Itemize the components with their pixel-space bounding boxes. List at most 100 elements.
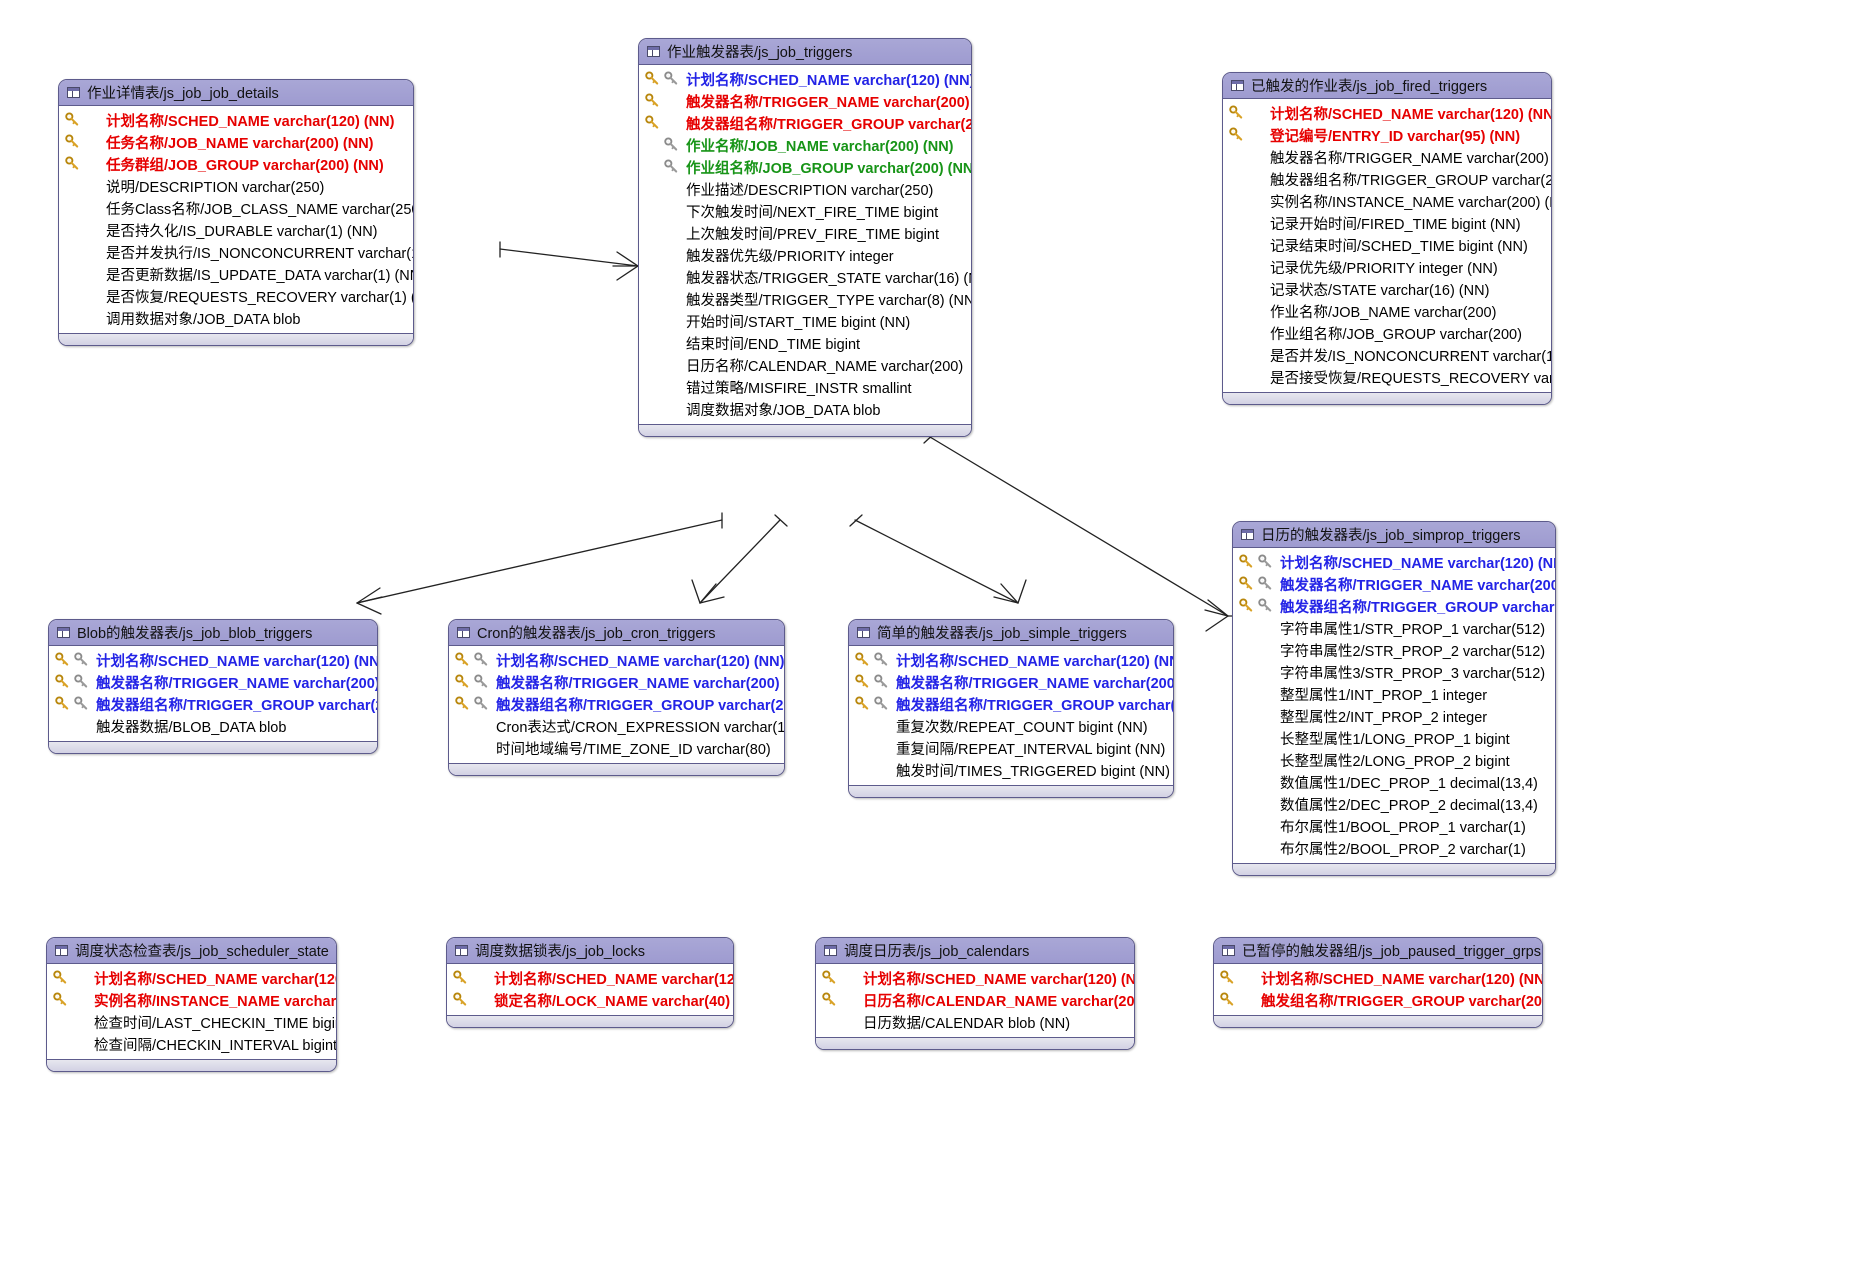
column-row[interactable]: 触发时间/TIMES_TRIGGERED bigint (NN) (849, 759, 1173, 781)
column-row[interactable]: 实例名称/INSTANCE_NAME varchar(200) (NN) (47, 989, 336, 1011)
entity-simprop_triggers[interactable]: 日历的触发器表/js_job_simprop_triggers 计划名称/SCHE… (1232, 521, 1556, 876)
column-row[interactable]: 触发器组名称/TRIGGER_GROUP varchar(200) (NN) (1223, 168, 1551, 190)
column-row[interactable]: 触发器名称/TRIGGER_NAME varchar(200) (NN) (849, 671, 1173, 693)
column-row[interactable]: 记录状态/STATE varchar(16) (NN) (1223, 278, 1551, 300)
entity-header-scheduler_state[interactable]: 调度状态检查表/js_job_scheduler_state (47, 938, 336, 964)
column-row[interactable]: 登记编号/ENTRY_ID varchar(95) (NN) (1223, 124, 1551, 146)
entity-header-calendars[interactable]: 调度日历表/js_job_calendars (816, 938, 1134, 964)
entity-scheduler_state[interactable]: 调度状态检查表/js_job_scheduler_state 计划名称/SCHED… (46, 937, 337, 1072)
column-row[interactable]: 整型属性1/INT_PROP_1 integer (1233, 683, 1555, 705)
entity-header-fired_triggers[interactable]: 已触发的作业表/js_job_fired_triggers (1223, 73, 1551, 99)
column-row[interactable]: 计划名称/SCHED_NAME varchar(120) (NN) (1233, 551, 1555, 573)
column-row[interactable]: 长整型属性2/LONG_PROP_2 bigint (1233, 749, 1555, 771)
column-row[interactable]: 锁定名称/LOCK_NAME varchar(40) (NN) (447, 989, 733, 1011)
column-row[interactable]: 开始时间/START_TIME bigint (NN) (639, 310, 971, 332)
column-row[interactable]: 作业组名称/JOB_GROUP varchar(200) (1223, 322, 1551, 344)
entity-header-paused_trigger_grps[interactable]: 已暂停的触发器组/js_job_paused_trigger_grps (1214, 938, 1542, 964)
column-row[interactable]: 布尔属性1/BOOL_PROP_1 varchar(1) (1233, 815, 1555, 837)
column-row[interactable]: 触发器名称/TRIGGER_NAME varchar(200) (NN) (639, 90, 971, 112)
column-row[interactable]: 字符串属性2/STR_PROP_2 varchar(512) (1233, 639, 1555, 661)
column-row[interactable]: 记录开始时间/FIRED_TIME bigint (NN) (1223, 212, 1551, 234)
column-row[interactable]: 计划名称/SCHED_NAME varchar(120) (NN) (447, 967, 733, 989)
column-row[interactable]: 记录优先级/PRIORITY integer (NN) (1223, 256, 1551, 278)
entity-paused_trigger_grps[interactable]: 已暂停的触发器组/js_job_paused_trigger_grps 计划名称/… (1213, 937, 1543, 1028)
column-row[interactable]: 触发器组名称/TRIGGER_GROUP varchar(200) (NN) (849, 693, 1173, 715)
column-row[interactable]: 触发器组名称/TRIGGER_GROUP varchar(200) (NN) (1233, 595, 1555, 617)
entity-fired_triggers[interactable]: 已触发的作业表/js_job_fired_triggers 计划名称/SCHED_… (1222, 72, 1552, 405)
entity-job_details[interactable]: 作业详情表/js_job_job_details 计划名称/SCHED_NAME … (58, 79, 414, 346)
entity-header-simprop_triggers[interactable]: 日历的触发器表/js_job_simprop_triggers (1233, 522, 1555, 548)
column-row[interactable]: 日历名称/CALENDAR_NAME varchar(200) (NN) (816, 989, 1134, 1011)
column-row[interactable]: 触发器名称/TRIGGER_NAME varchar(200) (NN) (449, 671, 784, 693)
column-row[interactable]: 触发器名称/TRIGGER_NAME varchar(200) (NN) (1233, 573, 1555, 595)
column-row[interactable]: 触发器组名称/TRIGGER_GROUP varchar(200) (NN) (449, 693, 784, 715)
column-row[interactable]: 计划名称/SCHED_NAME varchar(120) (NN) (639, 68, 971, 90)
column-row[interactable]: 长整型属性1/LONG_PROP_1 bigint (1233, 727, 1555, 749)
column-row[interactable]: 触发组名称/TRIGGER_GROUP varchar(200) (NN) (1214, 989, 1542, 1011)
column-row[interactable]: 是否并发/IS_NONCONCURRENT varchar(1) (1223, 344, 1551, 366)
column-row[interactable]: 调度数据对象/JOB_DATA blob (639, 398, 971, 420)
column-row[interactable]: 计划名称/SCHED_NAME varchar(120) (NN) (1223, 102, 1551, 124)
entity-calendars[interactable]: 调度日历表/js_job_calendars 计划名称/SCHED_NAME va… (815, 937, 1135, 1050)
column-row[interactable]: 作业组名称/JOB_GROUP varchar(200) (NN) (639, 156, 971, 178)
column-row[interactable]: 下次触发时间/NEXT_FIRE_TIME bigint (639, 200, 971, 222)
column-row[interactable]: 布尔属性2/BOOL_PROP_2 varchar(1) (1233, 837, 1555, 859)
column-row[interactable]: 作业名称/JOB_NAME varchar(200) (NN) (639, 134, 971, 156)
column-row[interactable]: 重复次数/REPEAT_COUNT bigint (NN) (849, 715, 1173, 737)
column-row[interactable]: 计划名称/SCHED_NAME varchar(120) (NN) (449, 649, 784, 671)
column-row[interactable]: 错过策略/MISFIRE_INSTR smallint (639, 376, 971, 398)
column-row[interactable]: 计划名称/SCHED_NAME varchar(120) (NN) (59, 109, 413, 131)
column-row[interactable]: 触发器类型/TRIGGER_TYPE varchar(8) (NN) (639, 288, 971, 310)
column-row[interactable]: 结束时间/END_TIME bigint (639, 332, 971, 354)
entity-header-simple_triggers[interactable]: 简单的触发器表/js_job_simple_triggers (849, 620, 1173, 646)
entity-locks[interactable]: 调度数据锁表/js_job_locks 计划名称/SCHED_NAME varch… (446, 937, 734, 1028)
entity-blob_triggers[interactable]: Blob的触发器表/js_job_blob_triggers 计划名称/SCHED… (48, 619, 378, 754)
column-row[interactable]: 检查间隔/CHECKIN_INTERVAL bigint (NN) (47, 1033, 336, 1055)
column-row[interactable]: 触发器名称/TRIGGER_NAME varchar(200) (NN) (49, 671, 377, 693)
column-row[interactable]: 是否并发执行/IS_NONCONCURRENT varchar(1) (NN) (59, 241, 413, 263)
column-row[interactable]: 日历名称/CALENDAR_NAME varchar(200) (639, 354, 971, 376)
column-row[interactable]: 计划名称/SCHED_NAME varchar(120) (NN) (1214, 967, 1542, 989)
column-row[interactable]: 字符串属性3/STR_PROP_3 varchar(512) (1233, 661, 1555, 683)
column-row[interactable]: 触发器组名称/TRIGGER_GROUP varchar(200) (NN) (639, 112, 971, 134)
entity-header-locks[interactable]: 调度数据锁表/js_job_locks (447, 938, 733, 964)
column-row[interactable]: 触发器数据/BLOB_DATA blob (49, 715, 377, 737)
column-row[interactable]: 任务群组/JOB_GROUP varchar(200) (NN) (59, 153, 413, 175)
entity-simple_triggers[interactable]: 简单的触发器表/js_job_simple_triggers 计划名称/SCHED… (848, 619, 1174, 798)
column-row[interactable]: 是否接受恢复/REQUESTS_RECOVERY varchar(1) (1223, 366, 1551, 388)
column-row[interactable]: 触发器组名称/TRIGGER_GROUP varchar(200) (NN) (49, 693, 377, 715)
column-row[interactable]: 计划名称/SCHED_NAME varchar(120) (NN) (816, 967, 1134, 989)
column-row[interactable]: 作业描述/DESCRIPTION varchar(250) (639, 178, 971, 200)
column-row[interactable]: 说明/DESCRIPTION varchar(250) (59, 175, 413, 197)
column-row[interactable]: 是否持久化/IS_DURABLE varchar(1) (NN) (59, 219, 413, 241)
entity-header-cron_triggers[interactable]: Cron的触发器表/js_job_cron_triggers (449, 620, 784, 646)
column-row[interactable]: 上次触发时间/PREV_FIRE_TIME bigint (639, 222, 971, 244)
column-row[interactable]: 任务名称/JOB_NAME varchar(200) (NN) (59, 131, 413, 153)
column-row[interactable]: 整型属性2/INT_PROP_2 integer (1233, 705, 1555, 727)
column-row[interactable]: 调用数据对象/JOB_DATA blob (59, 307, 413, 329)
entity-header-job_triggers[interactable]: 作业触发器表/js_job_triggers (639, 39, 971, 65)
column-row[interactable]: 数值属性1/DEC_PROP_1 decimal(13,4) (1233, 771, 1555, 793)
column-row[interactable]: 任务Class名称/JOB_CLASS_NAME varchar(250) (N… (59, 197, 413, 219)
column-row[interactable]: 时间地域编号/TIME_ZONE_ID varchar(80) (449, 737, 784, 759)
entity-job_triggers[interactable]: 作业触发器表/js_job_triggers 计划名称/SCHED_NAME va… (638, 38, 972, 437)
entity-header-blob_triggers[interactable]: Blob的触发器表/js_job_blob_triggers (49, 620, 377, 646)
column-row[interactable]: 触发器名称/TRIGGER_NAME varchar(200) (NN) (1223, 146, 1551, 168)
column-row[interactable]: 数值属性2/DEC_PROP_2 decimal(13,4) (1233, 793, 1555, 815)
column-row[interactable]: 日历数据/CALENDAR blob (NN) (816, 1011, 1134, 1033)
column-row[interactable]: 检查时间/LAST_CHECKIN_TIME bigint (NN) (47, 1011, 336, 1033)
entity-cron_triggers[interactable]: Cron的触发器表/js_job_cron_triggers 计划名称/SCHED… (448, 619, 785, 776)
column-row[interactable]: 重复间隔/REPEAT_INTERVAL bigint (NN) (849, 737, 1173, 759)
column-row[interactable]: 是否恢复/REQUESTS_RECOVERY varchar(1) (NN) (59, 285, 413, 307)
column-row[interactable]: 计划名称/SCHED_NAME varchar(120) (NN) (49, 649, 377, 671)
column-row[interactable]: 触发器状态/TRIGGER_STATE varchar(16) (NN) (639, 266, 971, 288)
column-row[interactable]: Cron表达式/CRON_EXPRESSION varchar(120) (NN… (449, 715, 784, 737)
column-row[interactable]: 计划名称/SCHED_NAME varchar(120) (NN) (849, 649, 1173, 671)
column-row[interactable]: 是否更新数据/IS_UPDATE_DATA varchar(1) (NN) (59, 263, 413, 285)
entity-header-job_details[interactable]: 作业详情表/js_job_job_details (59, 80, 413, 106)
column-row[interactable]: 实例名称/INSTANCE_NAME varchar(200) (NN) (1223, 190, 1551, 212)
column-row[interactable]: 触发器优先级/PRIORITY integer (639, 244, 971, 266)
column-row[interactable]: 计划名称/SCHED_NAME varchar(120) (NN) (47, 967, 336, 989)
column-row[interactable]: 字符串属性1/STR_PROP_1 varchar(512) (1233, 617, 1555, 639)
column-row[interactable]: 作业名称/JOB_NAME varchar(200) (1223, 300, 1551, 322)
